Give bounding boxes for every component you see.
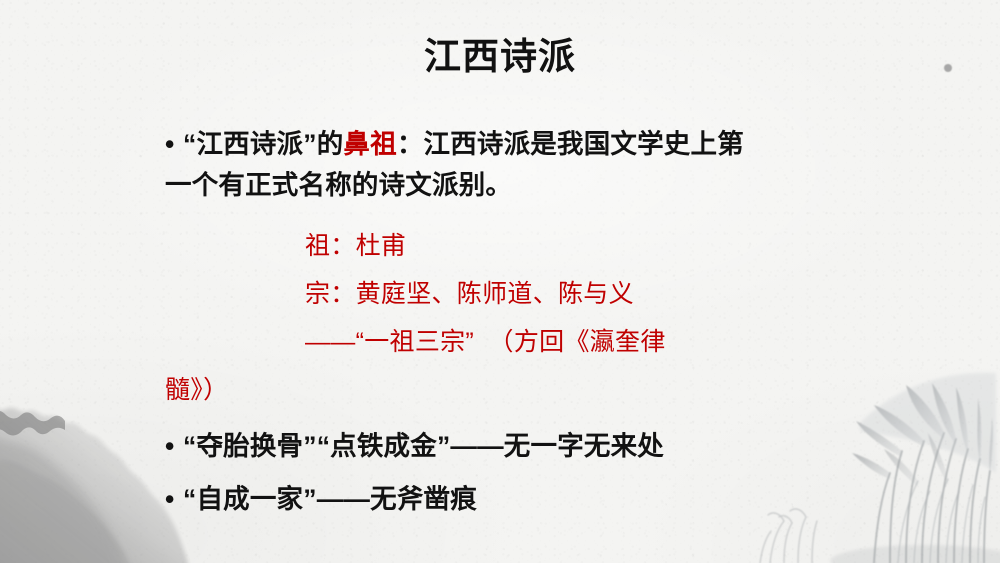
bullet-origin-continuation: 一个有正式名称的诗文派别。 (165, 170, 513, 200)
bullet-method-text: “夺胎换骨”“点铁成金”——无一字无来处 (183, 431, 664, 461)
bottom-bullet-list: • “夺胎换骨”“点铁成金”——无一字无来处 • “自成一家”——无斧凿痕 (165, 426, 865, 520)
bullet-origin-highlight: 鼻祖 (343, 129, 397, 159)
red-line-citation: ——“一祖三宗” （方回《瀛奎律 (305, 328, 666, 356)
bullet-marker-icon: • (165, 484, 175, 514)
bullet-origin-suffix: ：江西诗派是我国文学史上第 (396, 129, 744, 159)
red-line-ancestor: 祖：杜甫 (305, 232, 407, 260)
slide-body: • “江西诗派”的鼻祖：江西诗派是我国文学史上第 一个有正式名称的诗文派别。 祖：… (165, 124, 865, 520)
bullet-style-text: “自成一家”——无斧凿痕 (183, 484, 477, 514)
bullet-origin-prefix: “江西诗派”的 (183, 129, 344, 159)
red-annotation-block: 祖：杜甫 宗：黄庭坚、陈师道、陈与义 ——“一祖三宗” （方回《瀛奎律 髓》） (165, 222, 865, 414)
bullet-item-method: • “夺胎换骨”“点铁成金”——无一字无来处 (165, 426, 865, 467)
page-title: 江西诗派 (424, 36, 576, 77)
grey-dot-icon (944, 64, 952, 72)
bullet-item-style: • “自成一家”——无斧凿痕 (165, 479, 865, 520)
bullet-marker-icon: • (165, 431, 175, 461)
bullet-item-origin: • “江西诗派”的鼻祖：江西诗派是我国文学史上第 (165, 124, 865, 165)
red-line-masters: 宗：黄庭坚、陈师道、陈与义 (305, 280, 634, 308)
red-line-citation-wrap: 髓》） (165, 376, 229, 404)
bullet-marker-icon: • (165, 129, 175, 159)
